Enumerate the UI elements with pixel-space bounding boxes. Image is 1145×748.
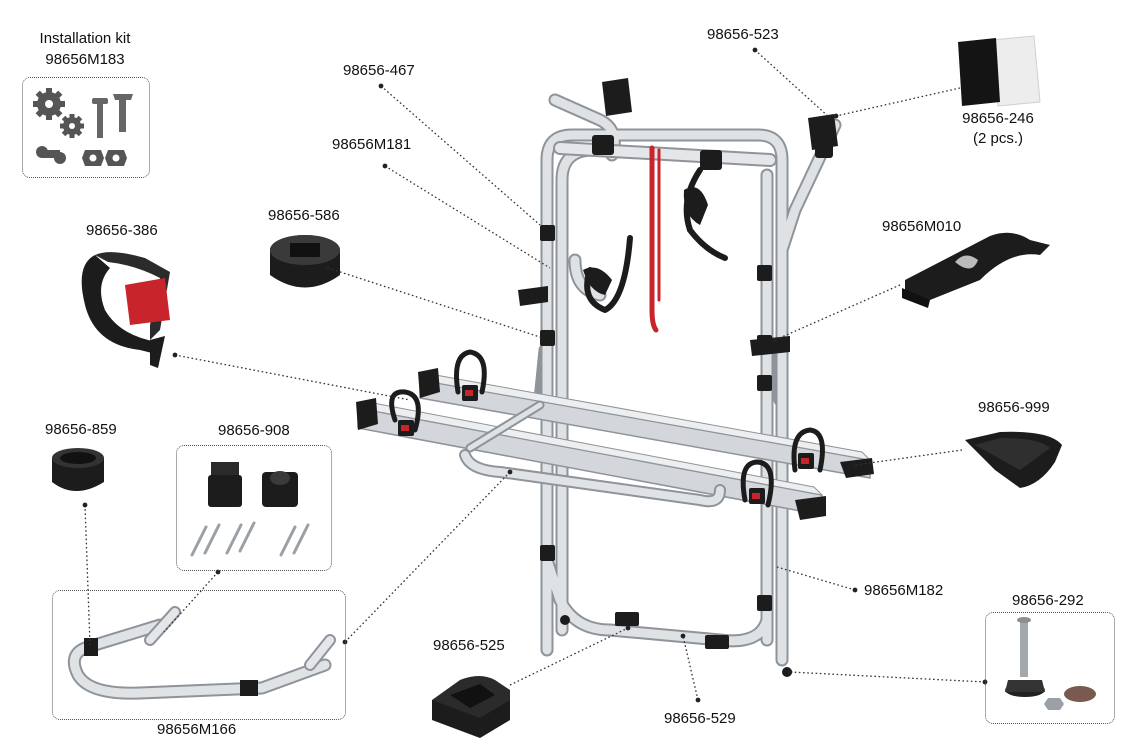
- cap-859-part: [52, 448, 104, 491]
- label-98656-292: 98656-292: [1012, 592, 1084, 609]
- label-98656M166: 98656M166: [157, 721, 237, 738]
- label-98656M181: 98656M181: [332, 136, 412, 153]
- label-98656-586: 98656-586: [268, 207, 340, 224]
- installation-kit-parts: [33, 88, 133, 166]
- screw-292-part: [1005, 617, 1096, 710]
- pads-246-part: [958, 35, 1041, 107]
- bow-M166-box: [52, 590, 346, 720]
- holder-525-part: [432, 676, 510, 738]
- label-98656-523: 98656-523: [707, 26, 779, 43]
- label-98656-529: 98656-529: [664, 710, 736, 727]
- label-98656M010: 98656M010: [882, 218, 962, 235]
- holders-908-box: [176, 445, 332, 571]
- endcap-999-part: [965, 431, 1062, 488]
- label-98656-467: 98656-467: [343, 62, 415, 79]
- holders-908-part: [190, 462, 310, 557]
- label-98656-246-qty: (2 pcs.): [972, 130, 1023, 147]
- screw-292-box: [985, 612, 1115, 724]
- label-98656-999: 98656-999: [978, 399, 1050, 416]
- main-frame: [356, 78, 874, 677]
- block-586-part: [270, 235, 340, 288]
- bow-M166-part: [67, 606, 336, 700]
- strap-386-part: [81, 252, 170, 368]
- label-98656-386: 98656-386: [86, 222, 158, 239]
- label-98656-246: 98656-246: [962, 110, 1034, 127]
- installation-kit-title: Installation kit: [39, 30, 131, 47]
- leader-lines: [84, 49, 986, 701]
- installation-kit-code: 98656M183: [45, 51, 125, 68]
- label-98656-859: 98656-859: [45, 421, 117, 438]
- installation-kit-box: [22, 77, 150, 178]
- label-98656M182: 98656M182: [864, 582, 944, 599]
- label-98656-908: 98656-908: [218, 422, 290, 439]
- label-98656-525: 98656-525: [433, 637, 505, 654]
- holder-M010-part: [902, 232, 1050, 308]
